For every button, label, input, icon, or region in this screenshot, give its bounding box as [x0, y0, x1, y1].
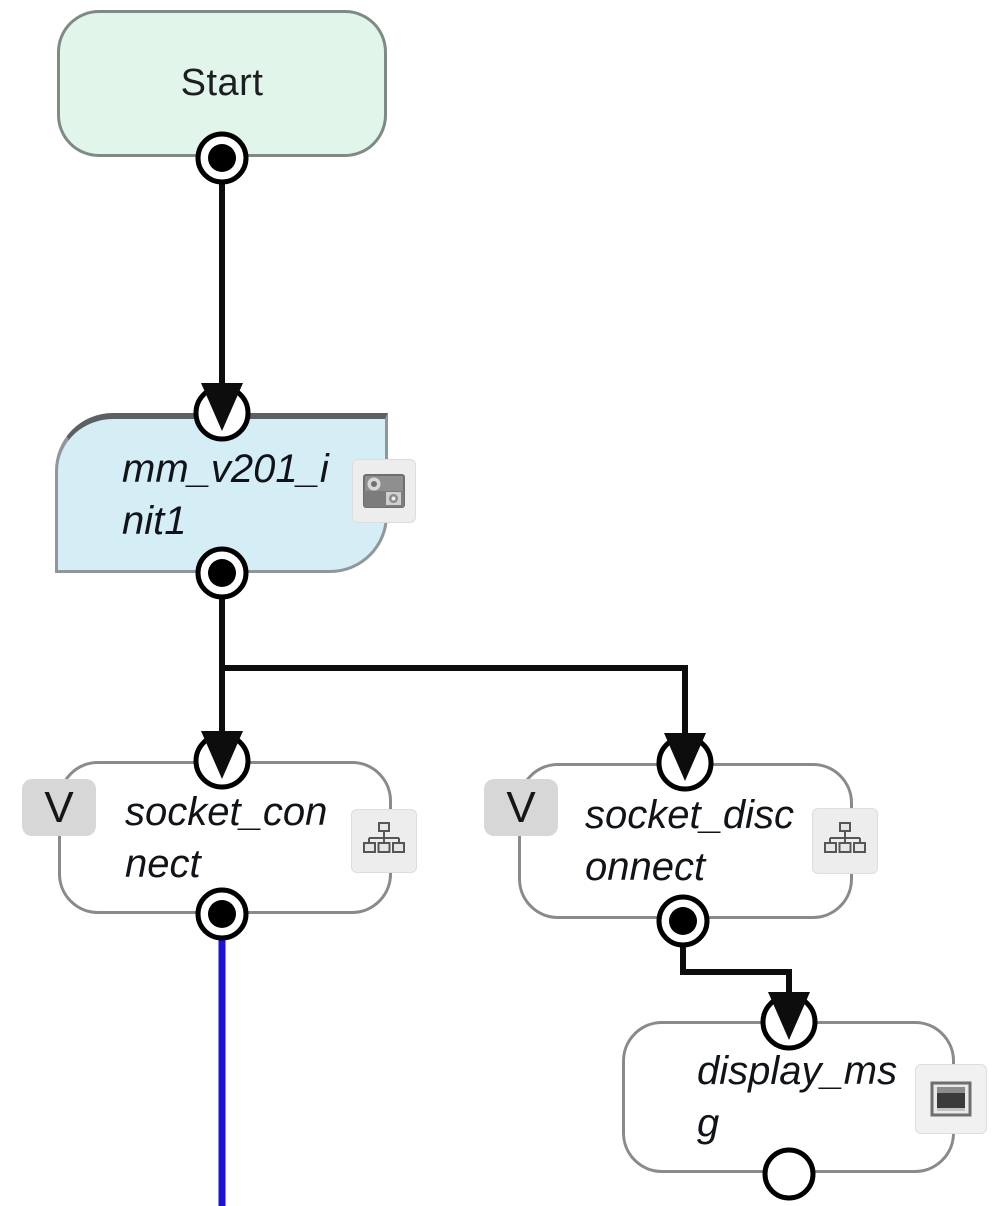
node-mm-v201-init1-label: mm_v201_i nit1	[122, 443, 385, 547]
label-line: nect	[125, 841, 201, 886]
label-line: socket_con	[125, 789, 328, 834]
edge-socket-disconnect-to-display-msg[interactable]	[680, 921, 792, 992]
hierarchy-subprogram-icon	[351, 809, 417, 873]
node-start-label: Start	[180, 62, 264, 104]
node-socket-disconnect-label: socket_disc onnect	[585, 789, 850, 893]
node-start[interactable]: Start	[57, 10, 387, 157]
node-socket-disconnect[interactable]: socket_disc onnect	[518, 763, 853, 919]
hierarchy-subprogram-icon	[812, 808, 878, 874]
vision-module-icon	[352, 459, 416, 523]
label-line: nit1	[122, 498, 187, 543]
node-display-msg[interactable]: display_ms g	[622, 1021, 955, 1173]
variable-badge: V	[22, 779, 96, 836]
variable-badge: V	[484, 779, 558, 836]
label-line: socket_disc	[585, 793, 794, 837]
label-line: onnect	[585, 845, 706, 889]
display-window-icon	[915, 1064, 987, 1134]
edge-init-to-socket-disconnect[interactable]	[222, 665, 688, 733]
node-display-msg-label: display_ms g	[697, 1045, 952, 1149]
label-line: mm_v201_i	[122, 446, 329, 491]
label-line: display_ms	[697, 1049, 898, 1093]
label-line: g	[697, 1101, 720, 1145]
node-socket-connect[interactable]: socket_con nect	[58, 761, 392, 914]
node-socket-connect-label: socket_con nect	[125, 786, 389, 890]
node-mm-v201-init1[interactable]: mm_v201_i nit1	[55, 413, 388, 573]
